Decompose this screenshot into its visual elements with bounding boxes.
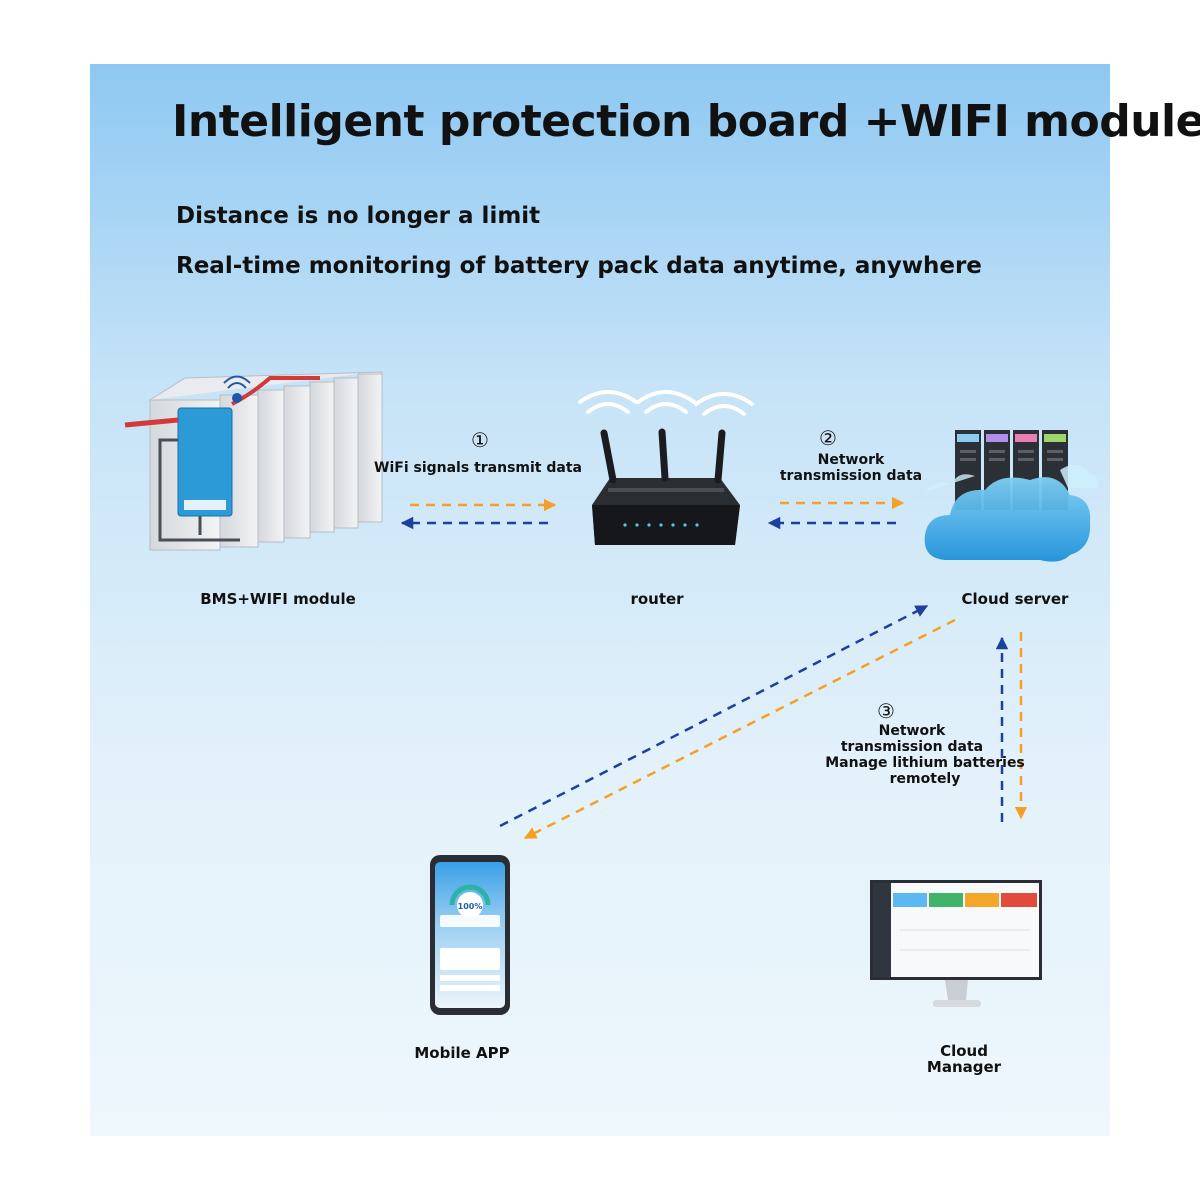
step2-label-line1: Network [817, 452, 885, 468]
step1-label: WiFi signals transmit data [374, 460, 582, 476]
arrows [400, 496, 1028, 840]
step3-label-line1: Network [878, 723, 946, 739]
bms-board-icon [177, 407, 233, 517]
battery-pack-icon [124, 371, 383, 551]
cloud-server-label: Cloud server [961, 590, 1069, 608]
page-title: Intelligent protection board +WIFI modul… [172, 96, 1200, 147]
router-label: router [630, 590, 684, 608]
arrow-app-to-cloud [499, 604, 929, 828]
step1-number: ① [471, 428, 489, 452]
step3-label-line2: transmission data [840, 739, 984, 755]
subtitle-distance: Distance is no longer a limit [176, 203, 541, 229]
cloud-server-icon [924, 430, 1099, 562]
step3-number: ③ [877, 699, 895, 723]
step2-number: ② [819, 426, 837, 450]
step2-label: Network transmission data [770, 452, 932, 484]
bms-label: BMS+WIFI module [200, 590, 356, 608]
mobile-phone-icon: 100% [430, 855, 510, 1015]
monitor-icon [870, 880, 1042, 1007]
router-icon [578, 390, 754, 545]
subtitle-monitoring: Real-time monitoring of battery pack dat… [176, 253, 982, 279]
cloud-manager-label-line2: Manager [926, 1058, 1002, 1076]
mobile-app-label: Mobile APP [414, 1044, 510, 1062]
cloud-manager-label: Cloud Manager [914, 1043, 1014, 1075]
step2-label-line2: transmission data [779, 468, 923, 484]
step3-label: Network transmission data Manage lithium… [790, 723, 1060, 787]
step3-label-line3: Manage lithium batteries remotely [825, 755, 1025, 787]
cloud-manager-label-line1: Cloud [940, 1042, 988, 1060]
arrow-cloud-to-app [523, 618, 956, 840]
wifi-signal-icon [578, 390, 754, 416]
phone-percent-text: 100% [458, 902, 483, 911]
